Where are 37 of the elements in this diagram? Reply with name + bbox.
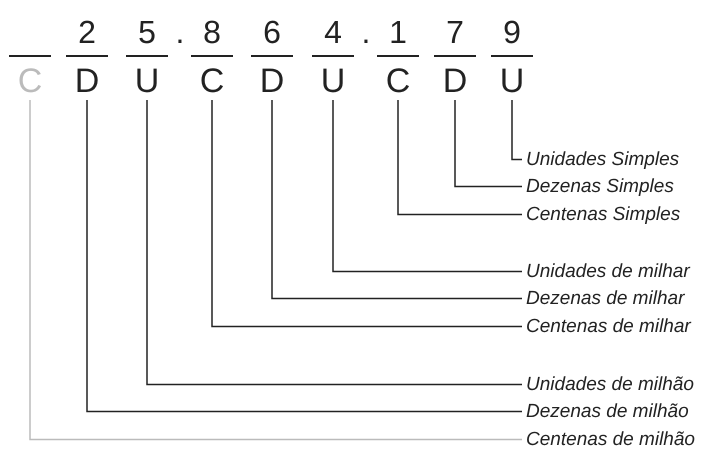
place-label: Unidades Simples <box>526 150 680 169</box>
leader-line <box>211 100 522 328</box>
digit: 8 <box>203 16 221 48</box>
place-label: Unidades de milhão <box>526 375 694 394</box>
place-label: Centenas de milhar <box>526 317 691 336</box>
leader-line <box>332 100 522 272</box>
digit: 9 <box>503 16 521 48</box>
digit: 2 <box>78 16 96 48</box>
leader-line <box>454 100 522 188</box>
digit: 5 <box>138 16 156 48</box>
leader-line <box>29 100 522 440</box>
place-label: Dezenas Simples <box>526 177 674 196</box>
digit: . <box>176 16 184 48</box>
leader-line <box>146 100 522 386</box>
leader-line <box>86 100 522 412</box>
place-label: Centenas de milhão <box>526 430 695 449</box>
place-letter: C <box>200 64 224 98</box>
place-letter: C <box>386 64 410 98</box>
place-letter: D <box>260 64 284 98</box>
place-letter: D <box>74 64 100 98</box>
place-label: Dezenas de milhar <box>526 289 684 308</box>
digit: 1 <box>389 16 407 48</box>
leader-line <box>397 100 522 216</box>
place-letter: U <box>500 64 524 98</box>
place-letter: U <box>320 64 346 98</box>
digit: 4 <box>324 16 342 48</box>
digit: 7 <box>446 16 464 48</box>
place-label: Centenas Simples <box>526 205 680 224</box>
place-label: Unidades de milhar <box>526 262 690 281</box>
leader-line <box>271 100 522 300</box>
place-letter: D <box>442 64 468 98</box>
place-letter: C <box>18 64 42 98</box>
place-label: Dezenas de milhão <box>526 402 689 421</box>
place-letter: U <box>134 64 160 98</box>
leader-line <box>511 100 522 160</box>
digit: 6 <box>263 16 281 48</box>
digit: . <box>362 16 370 48</box>
